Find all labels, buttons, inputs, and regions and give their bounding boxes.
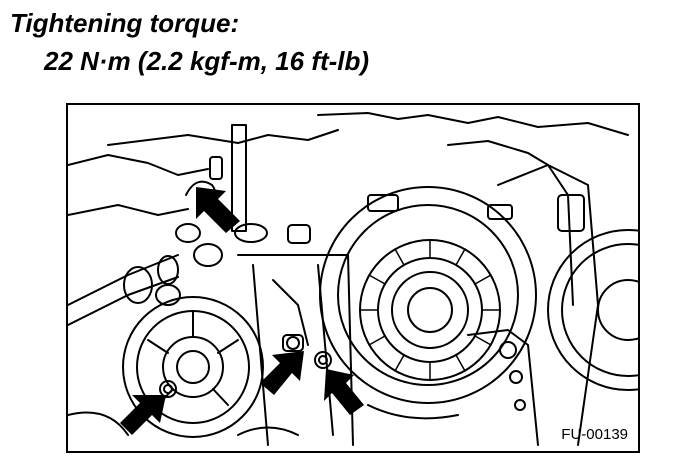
center-bolt-1 <box>286 336 300 350</box>
figure-frame: FU-00139 <box>66 103 640 453</box>
center-bolt-2 <box>314 351 332 369</box>
arrow-top-left-bolt <box>196 187 240 233</box>
figure-code: FU-00139 <box>561 426 628 443</box>
right-pulley <box>547 229 638 391</box>
arrow-bottom-center-bolt <box>324 369 364 415</box>
arrow-center-bolt <box>260 351 304 395</box>
long-bolt-rod <box>231 124 247 232</box>
hose-lower <box>68 276 179 326</box>
alternator-housing <box>319 186 537 404</box>
alternator-fan <box>359 239 501 381</box>
arrow-bottom-left-bolt <box>120 395 166 435</box>
torque-spec: 22 N·m (2.2 kgf-m, 16 ft-lb) <box>44 46 370 76</box>
page-title: Tightening torque: <box>10 8 240 38</box>
upper-bracket-line <box>107 129 339 146</box>
left-pulley-outer <box>122 296 264 438</box>
hose-upper <box>68 254 179 306</box>
engine-illustration <box>68 112 638 446</box>
